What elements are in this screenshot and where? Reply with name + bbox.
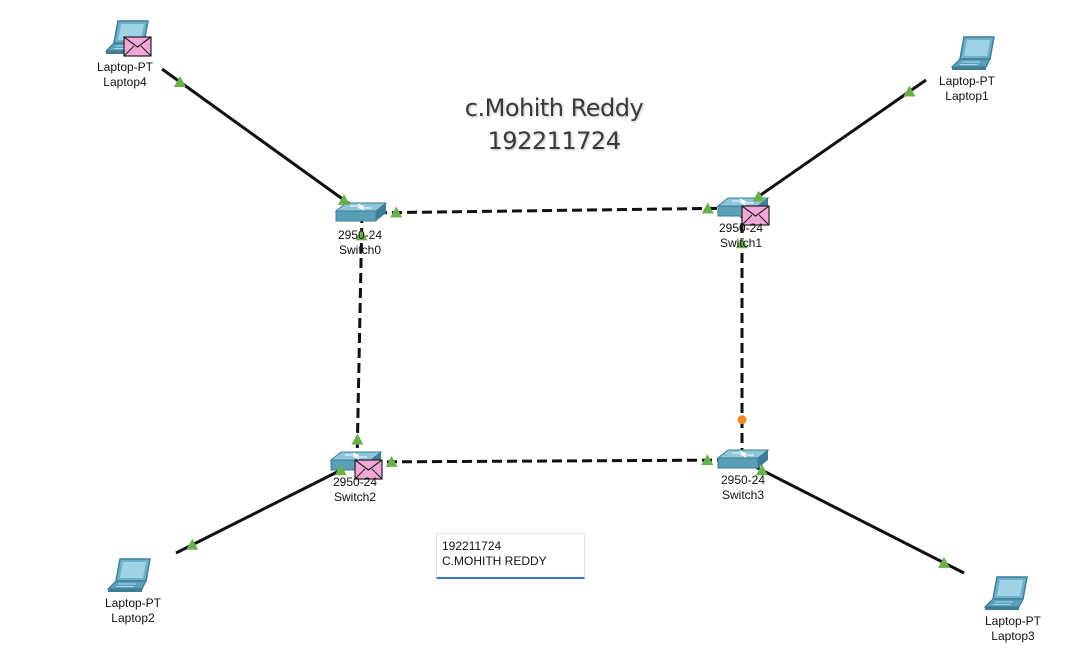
switch-icon-switch0[interactable] (335, 202, 387, 222)
device-name: Switch2 (333, 490, 377, 504)
device-model: Laptop-PT (104, 596, 162, 610)
note-box[interactable]: 192211724 C.MOHITH REDDY (436, 533, 585, 579)
note-line-2: C.MOHITH REDDY (442, 554, 547, 568)
link-status-up-to (701, 454, 714, 466)
laptop-icon-laptop2[interactable] (107, 558, 151, 593)
switch-icon-switch3[interactable] (717, 449, 769, 469)
link-status-up-to (351, 433, 364, 445)
link-switch2-switch3[interactable] (356, 458, 743, 464)
device-model: Laptop-PT (938, 74, 996, 88)
device-model: 2950-24 (337, 228, 383, 242)
device-model: Laptop-PT (96, 60, 154, 74)
link-status-up-from (174, 75, 186, 87)
link-laptop1-switch1[interactable] (741, 78, 927, 210)
link-status-up-from (355, 229, 368, 241)
device-name: Switch1 (719, 236, 763, 250)
link-status-up-to (338, 194, 350, 206)
link-status-up-from (186, 538, 199, 550)
device-name: Laptop2 (111, 611, 155, 625)
link-status-up-to (755, 464, 768, 476)
link-status-up-to (736, 237, 748, 249)
pdu-envelope-icon[interactable] (123, 36, 152, 57)
device-name: Laptop3 (991, 629, 1035, 643)
device-name: Switch0 (338, 243, 382, 257)
device-name: Laptop4 (103, 75, 147, 89)
device-model: 2950-24 (718, 221, 764, 235)
link-status-up-from (390, 206, 403, 218)
device-model: Laptop-PT (984, 614, 1042, 628)
note-line-1: 192211724 (442, 539, 502, 553)
device-name: Laptop1 (945, 89, 989, 103)
device-model: 2950-24 (720, 473, 766, 487)
link-status-up-to (752, 190, 765, 202)
laptop-icon-laptop1[interactable] (951, 36, 995, 71)
link-laptop3-switch3[interactable] (741, 458, 965, 575)
device-model: 2950-24 (332, 475, 378, 489)
link-switch0-switch2[interactable] (355, 212, 364, 463)
title-id: 192211724 (487, 127, 621, 155)
link-status-blocking-from (737, 415, 747, 425)
laptop-icon-laptop3[interactable] (984, 576, 1028, 611)
link-status-up-to (334, 464, 347, 476)
link-status-up-from (903, 85, 916, 97)
link-laptop2-switch2[interactable] (175, 460, 358, 555)
device-name: Switch3 (721, 488, 765, 502)
link-switch0-switch1[interactable] (361, 206, 743, 215)
link-laptop4-switch0[interactable] (161, 67, 363, 215)
link-status-up-from (385, 455, 398, 467)
title-name: c.Mohith Reddy (464, 94, 644, 122)
link-status-up-to (701, 202, 714, 214)
link-status-up-from (938, 556, 951, 568)
